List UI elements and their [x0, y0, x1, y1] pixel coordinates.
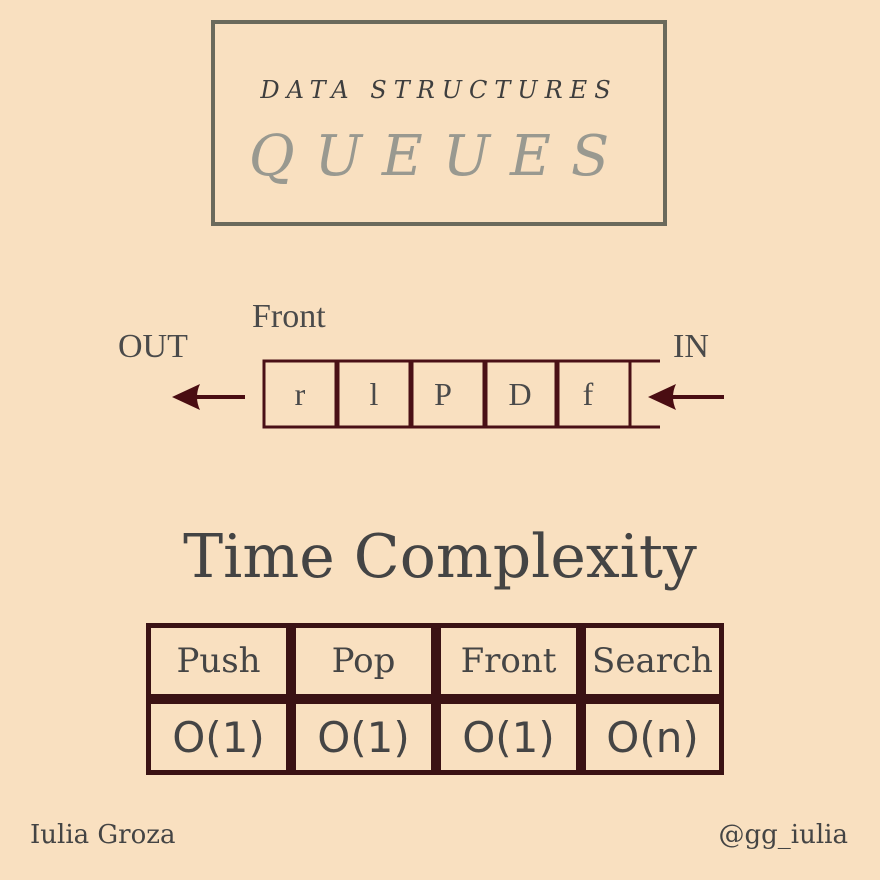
queue-open-end	[598, 359, 660, 429]
out-label: OUT	[118, 328, 188, 365]
table-value-cell: O(1)	[436, 699, 581, 775]
table-header-cell: Pop	[291, 623, 436, 699]
queue-cell: l	[336, 359, 412, 429]
complexity-title: Time Complexity	[183, 522, 697, 592]
in-arrow-icon	[648, 384, 724, 410]
queue-cell-value: D	[508, 376, 531, 412]
title-box: DATA STRUCTURES QUEUES	[211, 20, 667, 226]
queue-cell-value: P	[434, 376, 452, 412]
queue-cell: P	[410, 359, 486, 429]
queue-cell: D	[484, 359, 558, 429]
table-header-cell: Front	[436, 623, 581, 699]
in-label: IN	[673, 328, 709, 365]
subtitle: DATA STRUCTURES	[260, 76, 618, 104]
table-header-cell: Push	[146, 623, 291, 699]
complexity-table: Push Pop Front Search O(1) O(1) O(1) O(n…	[146, 623, 724, 775]
queue-cell: r	[262, 359, 338, 429]
queue-cell: f	[556, 359, 632, 429]
author-name: Iulia Groza	[30, 820, 176, 850]
author-handle: @gg_iulia	[718, 820, 848, 850]
table-value-cell: O(1)	[146, 699, 291, 775]
front-label: Front	[252, 298, 326, 335]
table-value-cell: O(1)	[291, 699, 436, 775]
queue-cell-value: r	[295, 376, 306, 412]
table-value-cell: O(n)	[581, 699, 724, 775]
queue-cell-value: f	[583, 376, 594, 412]
queue-cell-value: l	[370, 376, 379, 412]
out-arrow-icon	[172, 384, 245, 410]
table-header-cell: Search	[581, 623, 724, 699]
page-title: QUEUES	[248, 124, 630, 189]
